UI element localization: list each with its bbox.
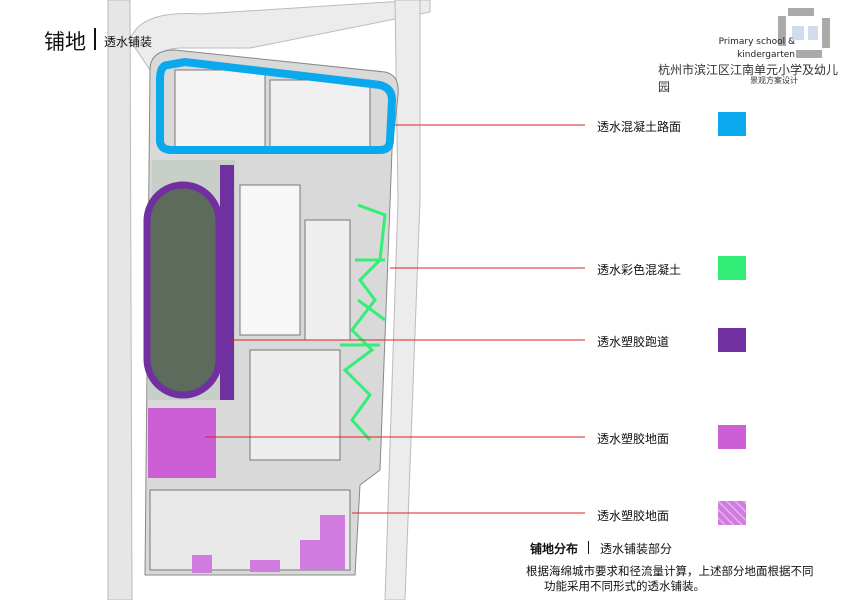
road-right xyxy=(384,0,421,600)
rubber-ground-hatched xyxy=(320,515,345,540)
description-line: 根据海绵城市要求和径流量计算，上述部分地面根据不同 xyxy=(526,564,814,578)
brand-logo-icon xyxy=(778,8,830,58)
road-left xyxy=(107,0,133,600)
rubber-ground-hatched xyxy=(250,560,280,572)
description-line: 功能采用不同形式的透水铺装。 xyxy=(544,579,705,593)
brand-english-line2: kindergarten xyxy=(737,50,795,60)
section-divider xyxy=(588,541,589,554)
running-track-straight xyxy=(220,165,234,400)
title-divider xyxy=(94,28,96,50)
legend-swatch-hatched xyxy=(718,501,746,525)
section-subtitle: 透水铺装部分 xyxy=(600,542,673,556)
page-title: 铺地 xyxy=(44,30,86,54)
brand-english: Primary school & kindergarten xyxy=(719,36,795,62)
legend-swatch xyxy=(718,256,746,280)
legend-swatch xyxy=(718,112,746,136)
building xyxy=(269,79,371,149)
brand-english-line1: Primary school & xyxy=(718,37,795,47)
building xyxy=(249,349,341,461)
legend-swatch xyxy=(718,425,746,449)
legend-label: 透水塑胶地面 xyxy=(597,509,670,523)
project-subtitle: 景观方案设计 xyxy=(750,76,798,85)
rubber-ground-hatched xyxy=(192,555,212,573)
legend-label: 透水塑胶地面 xyxy=(597,432,670,446)
colored-concrete-paths xyxy=(340,203,387,442)
legend-swatch xyxy=(718,328,746,352)
leader-lines xyxy=(205,124,585,514)
building xyxy=(304,219,351,341)
legend-label: 透水彩色混凝土 xyxy=(597,263,682,277)
building xyxy=(239,184,301,336)
page-subtitle: 透水铺装 xyxy=(104,35,153,49)
running-track-oval xyxy=(143,181,223,399)
rubber-ground-hatched xyxy=(300,540,345,570)
permeable-concrete-road xyxy=(156,57,397,154)
section-title: 铺地分布 xyxy=(530,542,579,556)
project-name: 杭州市滨江区江南单元小学及幼儿园 xyxy=(658,63,839,94)
building xyxy=(174,69,266,149)
legend-label: 透水混凝土路面 xyxy=(597,120,682,134)
legend-label: 透水塑胶跑道 xyxy=(597,335,670,349)
rubber-court xyxy=(148,408,216,478)
